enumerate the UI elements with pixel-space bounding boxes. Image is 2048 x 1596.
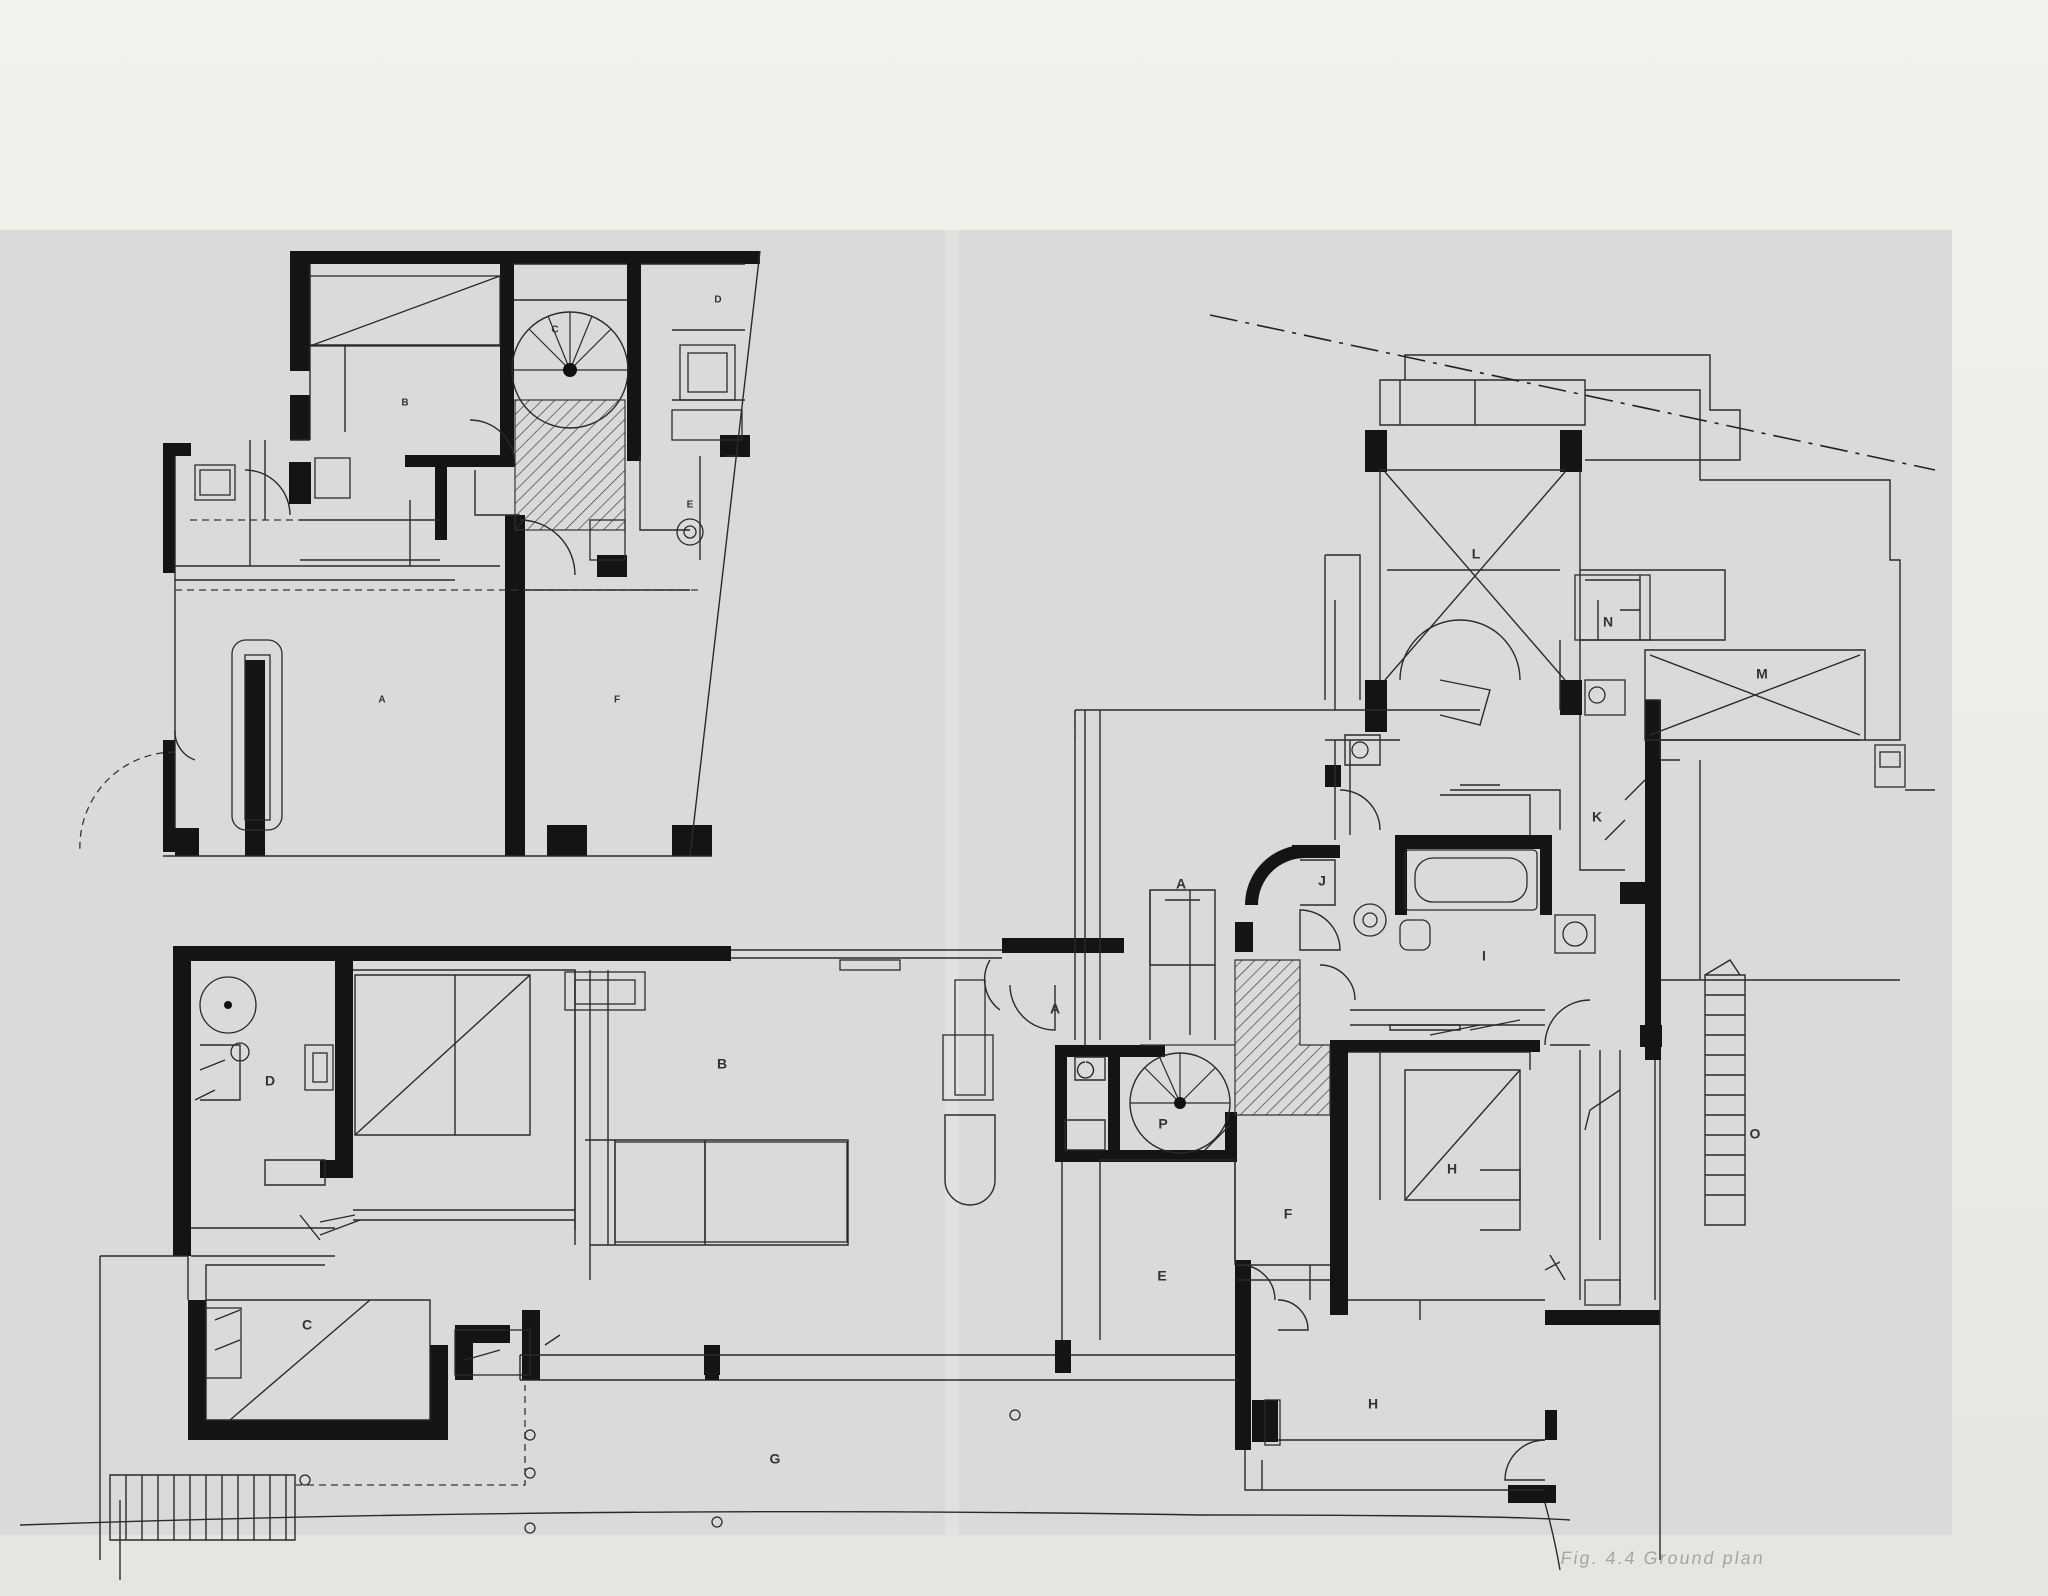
ground-room-label-o: O <box>1750 1126 1761 1142</box>
ground-room-label-n: N <box>1603 614 1613 630</box>
ground-room-label-g: G <box>770 1451 781 1467</box>
upper-floor-plan: B C D E A F <box>79 250 761 857</box>
ground-room-label-c: C <box>302 1317 312 1333</box>
ground-floor-plan: D B C G A A P E F J I K H H L N M O <box>19 314 1936 1580</box>
terrace-column-markers <box>299 1409 1021 1534</box>
ground-room-label-e: E <box>1157 1268 1166 1284</box>
ground-room-label-i: I <box>1482 948 1486 964</box>
upper-room-label-e: E <box>687 500 694 511</box>
ground-room-label-p: P <box>1158 1116 1167 1132</box>
cropped-caption-text: Fig. 4.4 Ground plan <box>1559 1548 1767 1568</box>
ground-room-label-h-upper: H <box>1447 1161 1457 1177</box>
ground-room-label-m: M <box>1756 666 1768 682</box>
ground-room-label-b: B <box>717 1056 727 1072</box>
ground-room-label-a-upper: A <box>1176 876 1186 892</box>
ground-room-label-f: F <box>1284 1206 1293 1222</box>
upper-room-label-f: F <box>614 695 620 706</box>
upper-room-label-d: D <box>714 295 721 306</box>
upper-room-label-a: A <box>378 695 385 706</box>
terrace-steps <box>109 1474 296 1541</box>
ground-room-label-l: L <box>1472 546 1481 562</box>
plate-seam <box>945 230 959 1535</box>
ground-room-label-k: K <box>1592 809 1602 825</box>
ground-room-label-j: J <box>1318 873 1326 889</box>
ground-room-label-a: A <box>1050 1001 1060 1017</box>
ground-room-label-h: H <box>1368 1396 1378 1412</box>
ground-room-label-d: D <box>265 1073 275 1089</box>
spiral-stair-p <box>1129 1052 1231 1154</box>
upper-room-label-b: B <box>401 398 408 409</box>
exterior-stair-o <box>1704 959 1746 1226</box>
upper-room-label-c: C <box>551 325 558 336</box>
